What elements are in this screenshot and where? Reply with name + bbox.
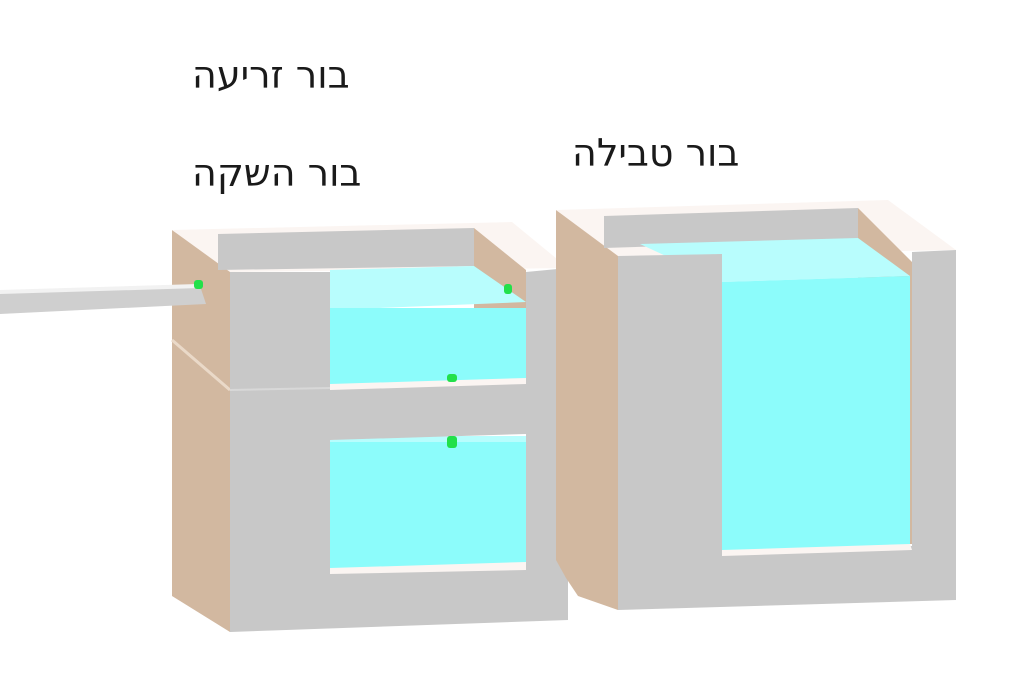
tevila-water-front — [722, 276, 910, 552]
side-pipe-icon — [504, 284, 512, 294]
tevila-bottom-slab — [618, 546, 956, 610]
upper-water-front — [330, 308, 526, 384]
left-structure-bottom-highlight — [330, 562, 526, 574]
inlet-pipe — [0, 280, 206, 314]
left-structure-bottom-slab — [230, 566, 568, 632]
hashaka-pit-label: בור השקה — [192, 151, 362, 195]
left-structure-front-pillar — [230, 272, 330, 580]
middle-divider-slab — [330, 380, 526, 440]
tevila-bottom-highlight — [722, 544, 912, 556]
left-structure-side-face — [172, 230, 230, 632]
tevila-side-face — [556, 210, 618, 610]
middle-divider-top — [330, 378, 526, 390]
tevila-back-wall — [604, 208, 858, 248]
upper-water-top — [330, 266, 526, 310]
connecting-pipe-lower-icon — [447, 436, 457, 448]
inlet-pipe-top — [0, 284, 200, 294]
zeria-pit-label: בור זריעה — [192, 53, 350, 97]
left-structure-side-seam — [171, 338, 231, 392]
left-pit-structure — [171, 222, 568, 632]
tevila-pit-structure — [556, 200, 956, 610]
lower-water-front — [330, 442, 526, 568]
tevila-front-pillar — [618, 254, 722, 560]
connecting-pipe-upper-icon — [447, 374, 457, 382]
inlet-pipe-joint-icon — [194, 280, 203, 289]
left-structure-front-seam — [229, 387, 331, 391]
left-chamber-back-wall — [218, 228, 474, 270]
inlet-pipe-body — [0, 286, 206, 314]
tevila-front-right-wall — [912, 250, 956, 550]
tevila-pit-label: בור טבילה — [572, 131, 740, 175]
